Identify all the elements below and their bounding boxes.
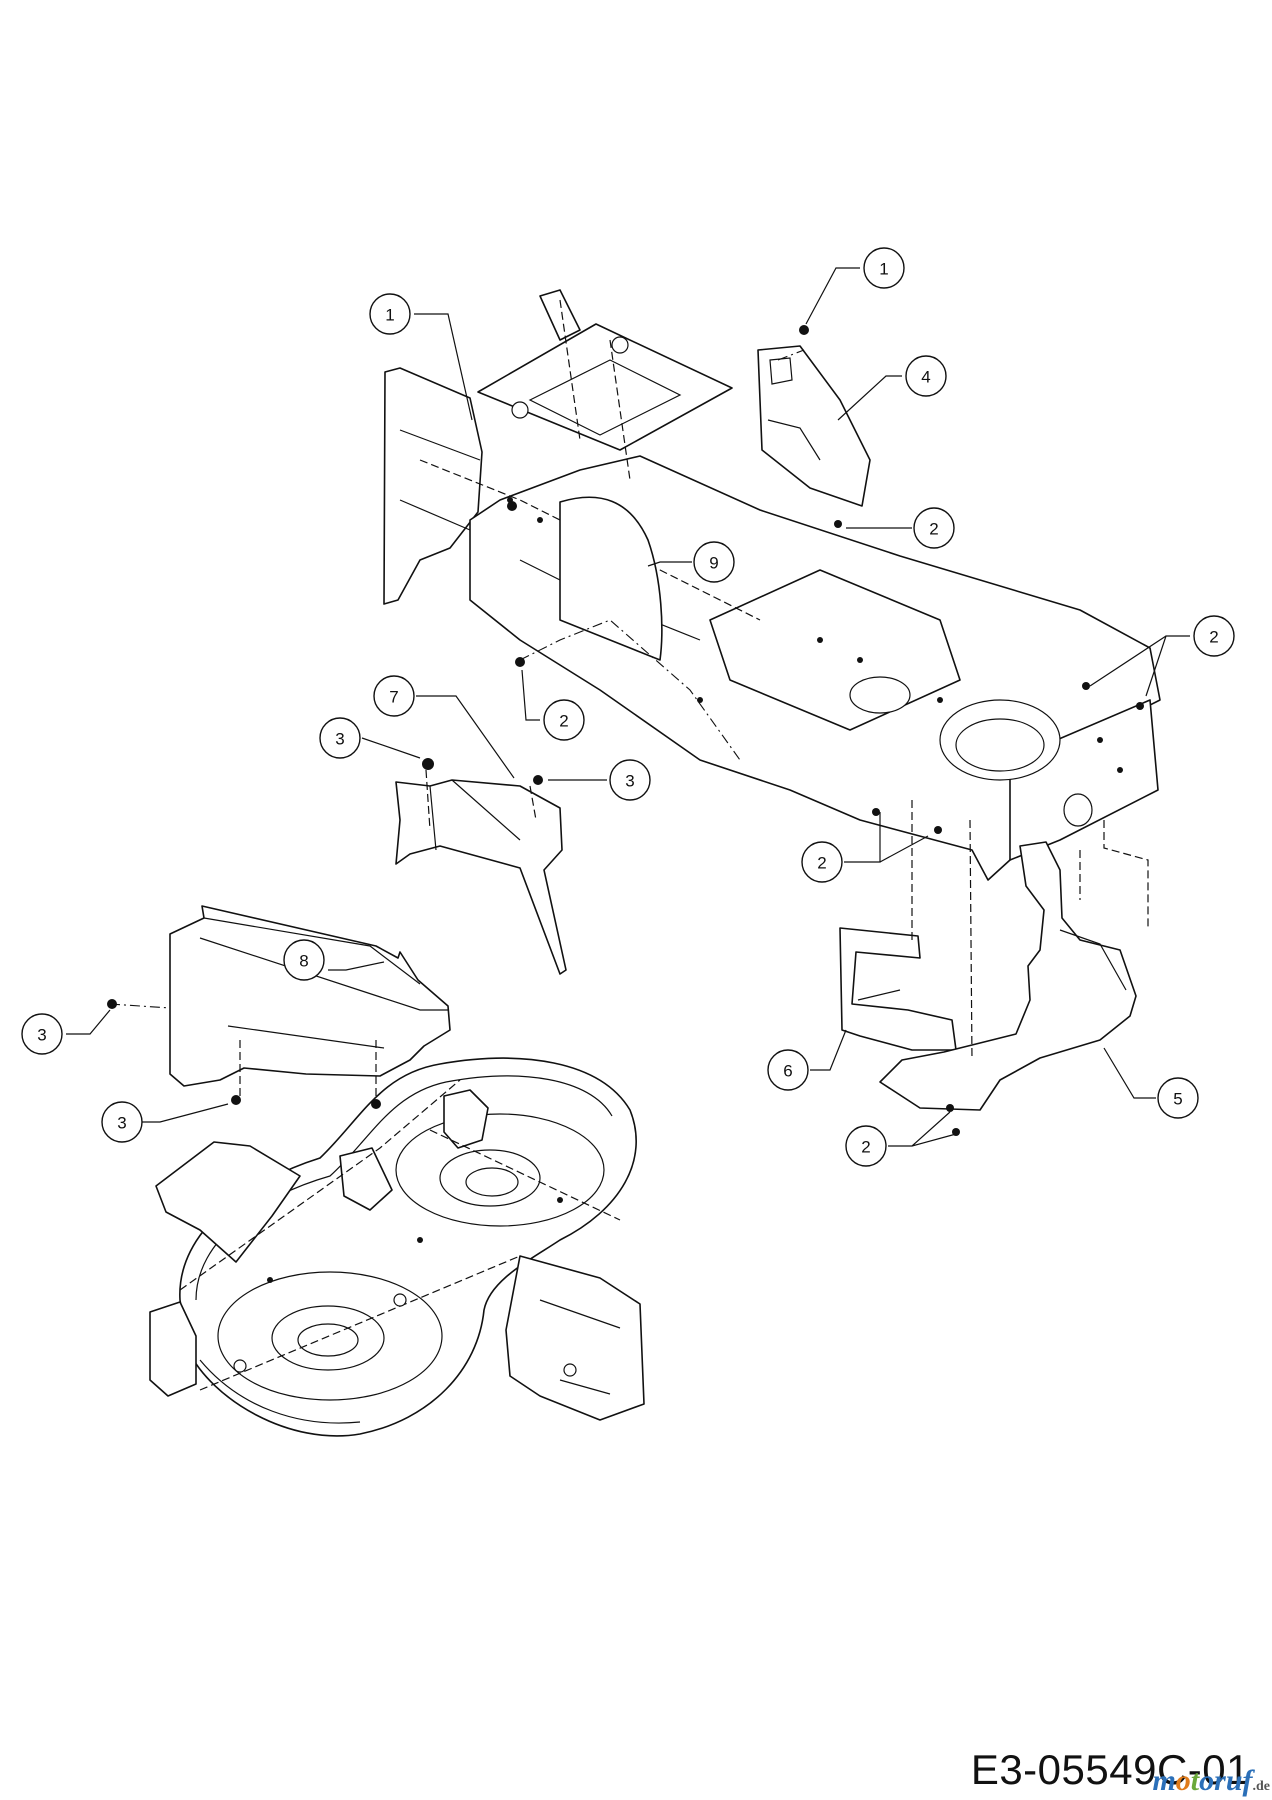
callout-6: 6: [767, 1049, 809, 1091]
callout-2e: 2: [845, 1125, 887, 1167]
callout-2d: 2: [801, 841, 843, 883]
panel-part-4: [757, 345, 871, 507]
callout-3a-label: 3: [335, 730, 344, 749]
callout-1a: 1: [369, 293, 411, 335]
drawing-number: E3-05549C-01: [970, 1746, 1250, 1793]
callout-3b: 3: [609, 759, 651, 801]
watermark-logo: motoruf.de: [1152, 1764, 1270, 1798]
callout-2e-label: 2: [861, 1138, 870, 1157]
callout-4-label: 4: [921, 368, 930, 387]
callout-5: 5: [1157, 1077, 1199, 1119]
callout-3b-label: 3: [625, 772, 634, 791]
callout-8: 8: [283, 939, 325, 981]
callout-1b: 1: [863, 247, 905, 289]
callout-2b: 2: [543, 699, 585, 741]
callout-2b-label: 2: [559, 712, 568, 731]
callout-3d-label: 3: [117, 1114, 126, 1133]
bracket-part-5: [879, 841, 1137, 1111]
callout-3c: 3: [21, 1013, 63, 1055]
callout-8-label: 8: [299, 952, 308, 971]
callout-9: 9: [693, 541, 735, 583]
callout-leaders: [66, 267, 1190, 1147]
mower-deck: [149, 1057, 645, 1437]
callout-3c-label: 3: [37, 1026, 46, 1045]
cover-part-8: [169, 905, 451, 1087]
callout-2a: 2: [913, 507, 955, 549]
callout-6-label: 6: [783, 1062, 792, 1081]
callout-2c-label: 2: [1209, 628, 1218, 647]
watermark-part-1: m: [1152, 1764, 1176, 1797]
callout-7: 7: [373, 675, 415, 717]
callout-3d: 3: [101, 1101, 143, 1143]
watermark-part-3: t: [1190, 1764, 1200, 1797]
callout-3a: 3: [319, 717, 361, 759]
callout-2a-label: 2: [929, 520, 938, 539]
callout-1b-label: 1: [879, 260, 888, 279]
fasteners: [107, 325, 1144, 1136]
watermark-part-4: oruf: [1199, 1764, 1253, 1797]
watermark-suffix: .de: [1252, 1779, 1271, 1794]
watermark-part-2: o: [1175, 1764, 1191, 1797]
assembly-lines: [109, 349, 1149, 1096]
callout-2c: 2: [1193, 615, 1235, 657]
callout-4: 4: [905, 355, 947, 397]
callout-2d-label: 2: [817, 854, 826, 873]
callout-5-label: 5: [1173, 1090, 1182, 1109]
bracket-part-6: [839, 927, 957, 1051]
bracket-part-7: [395, 779, 567, 975]
callout-7-label: 7: [389, 688, 398, 707]
callout-9-label: 9: [709, 554, 718, 573]
shield-part-9: [559, 496, 663, 661]
callout-1a-label: 1: [385, 306, 394, 325]
